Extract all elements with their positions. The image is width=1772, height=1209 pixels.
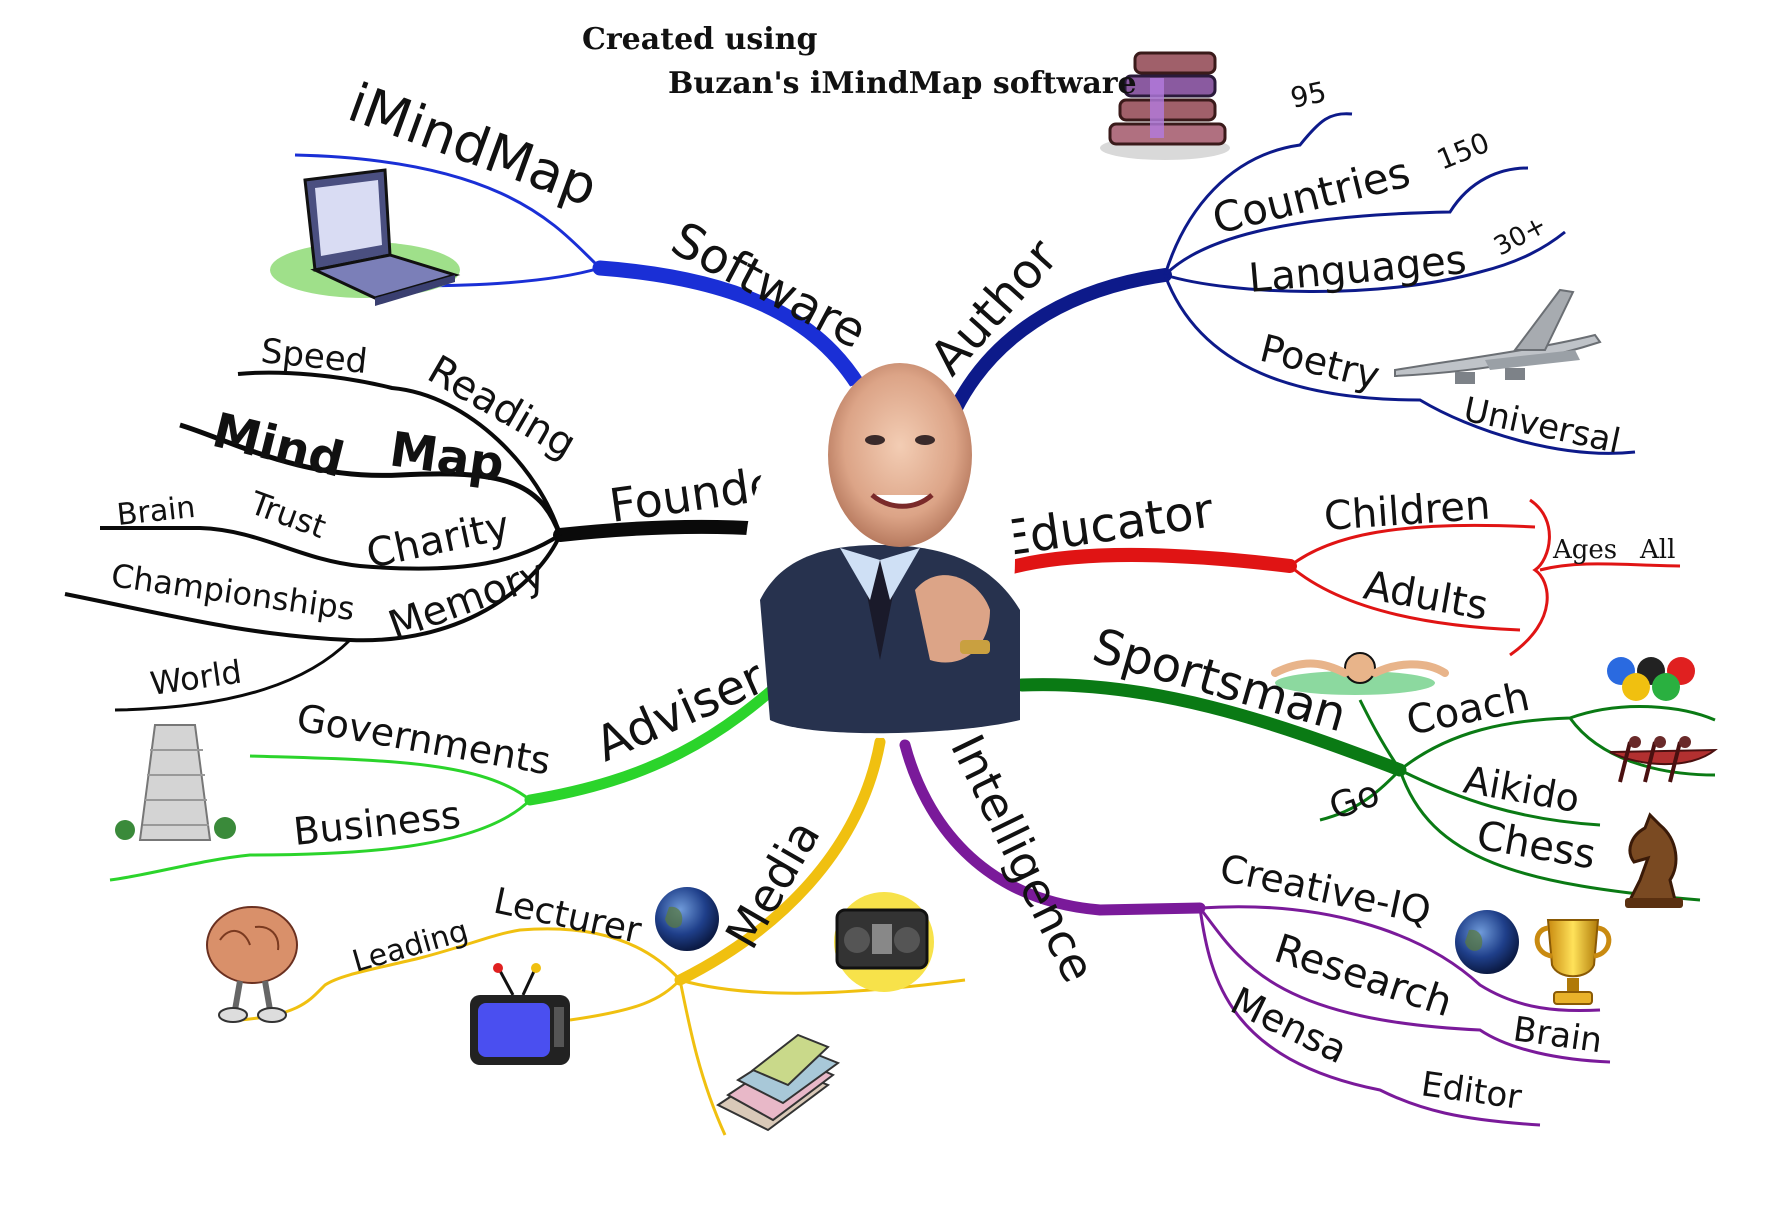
governments-line	[249, 754, 531, 802]
world-line	[114, 638, 352, 712]
creative-line	[1199, 905, 1601, 1013]
credit-line-2: Buzan's iMindMap software	[668, 66, 1137, 101]
aikido-line	[1399, 768, 1601, 827]
children-line	[1289, 523, 1536, 568]
trophy-icon	[1534, 919, 1612, 1005]
championships-label: Championships	[109, 556, 357, 628]
go-label: Go	[1324, 773, 1385, 829]
swimmer-icon	[1271, 652, 1449, 695]
creative-label: Creative-IQ	[1216, 846, 1435, 934]
world-label: World	[148, 653, 244, 703]
ages-curly-brace	[1509, 498, 1551, 657]
branch-educator: Educator Children Adults Ages All	[951, 482, 1681, 657]
concorde-plane-icon	[1394, 288, 1602, 384]
languages-label: Languages	[1247, 237, 1468, 302]
go-line	[1319, 768, 1402, 822]
credit-line-1: Created using	[582, 22, 818, 57]
sportsman-main-branch	[1015, 678, 1407, 777]
children-label: Children	[1322, 482, 1491, 539]
portrait-photo	[745, 363, 1020, 738]
ages-label: Ages	[1552, 535, 1617, 565]
radio-icon	[834, 892, 934, 992]
laptop-icon	[270, 168, 461, 306]
reading-line	[237, 370, 562, 536]
skyscraper-icon	[115, 724, 236, 841]
business-line	[109, 798, 532, 882]
aikido-label: Aikido	[1460, 758, 1582, 822]
languages-line	[1164, 230, 1566, 293]
globe-icon-media	[655, 887, 719, 951]
lecturer-line	[239, 927, 682, 1022]
branch-author: Author 95 Countries 150 Languages 30+ Po…	[919, 75, 1636, 462]
globe-icon	[1455, 910, 1519, 974]
n30-label: 30+	[1489, 210, 1552, 262]
radio-line	[679, 978, 966, 995]
software-main-branch	[592, 260, 876, 410]
governments-label: Governments	[293, 696, 554, 784]
tv-icon	[470, 963, 570, 1065]
books-icon	[1100, 51, 1230, 160]
poetry-line	[1163, 274, 1636, 455]
poetry-label: Poetry	[1256, 326, 1384, 398]
mind-label: Mind	[207, 402, 349, 488]
countries-line	[1163, 166, 1529, 277]
author-main-branch	[948, 268, 1172, 417]
intelligence-main-branch	[899, 739, 1206, 916]
chess-knight-icon	[1625, 812, 1683, 908]
all-label: All	[1639, 535, 1675, 565]
n95-label: 95	[1288, 75, 1330, 115]
brain-intel-label: Brain	[1511, 1009, 1605, 1061]
charity-line	[100, 526, 562, 571]
brain-founder-label: Brain	[115, 490, 197, 533]
mindmap-line	[179, 422, 563, 536]
coach-line	[1399, 704, 1716, 772]
lecturer-label: Lecturer	[490, 881, 645, 952]
adults-line	[1289, 564, 1521, 632]
business-label: Business	[291, 793, 462, 854]
n150-label: 150	[1432, 126, 1494, 177]
olympic-rings-icon	[1607, 657, 1695, 701]
countries-label: Countries	[1208, 147, 1415, 243]
ages-line	[1539, 562, 1681, 572]
newspapers-icon	[716, 1033, 841, 1132]
rowing-boat-icon	[1609, 736, 1718, 783]
tv-line	[569, 978, 682, 1022]
software-upper-line	[294, 153, 602, 270]
brain-character-icon	[206, 906, 298, 1023]
swimmer-line	[1358, 699, 1402, 771]
universal-label: Universal	[1460, 390, 1624, 462]
newspapers-line	[678, 979, 727, 1136]
branch-founder: Founder Speed Reading Mind Map Brain Tru…	[64, 331, 857, 712]
media-main-branch	[674, 736, 886, 986]
leading-label: Leading	[349, 913, 473, 979]
mensa-line	[1198, 907, 1541, 1127]
author-books-line	[1163, 112, 1353, 276]
rowing-line	[1568, 717, 1716, 777]
research-line	[1198, 907, 1611, 1064]
